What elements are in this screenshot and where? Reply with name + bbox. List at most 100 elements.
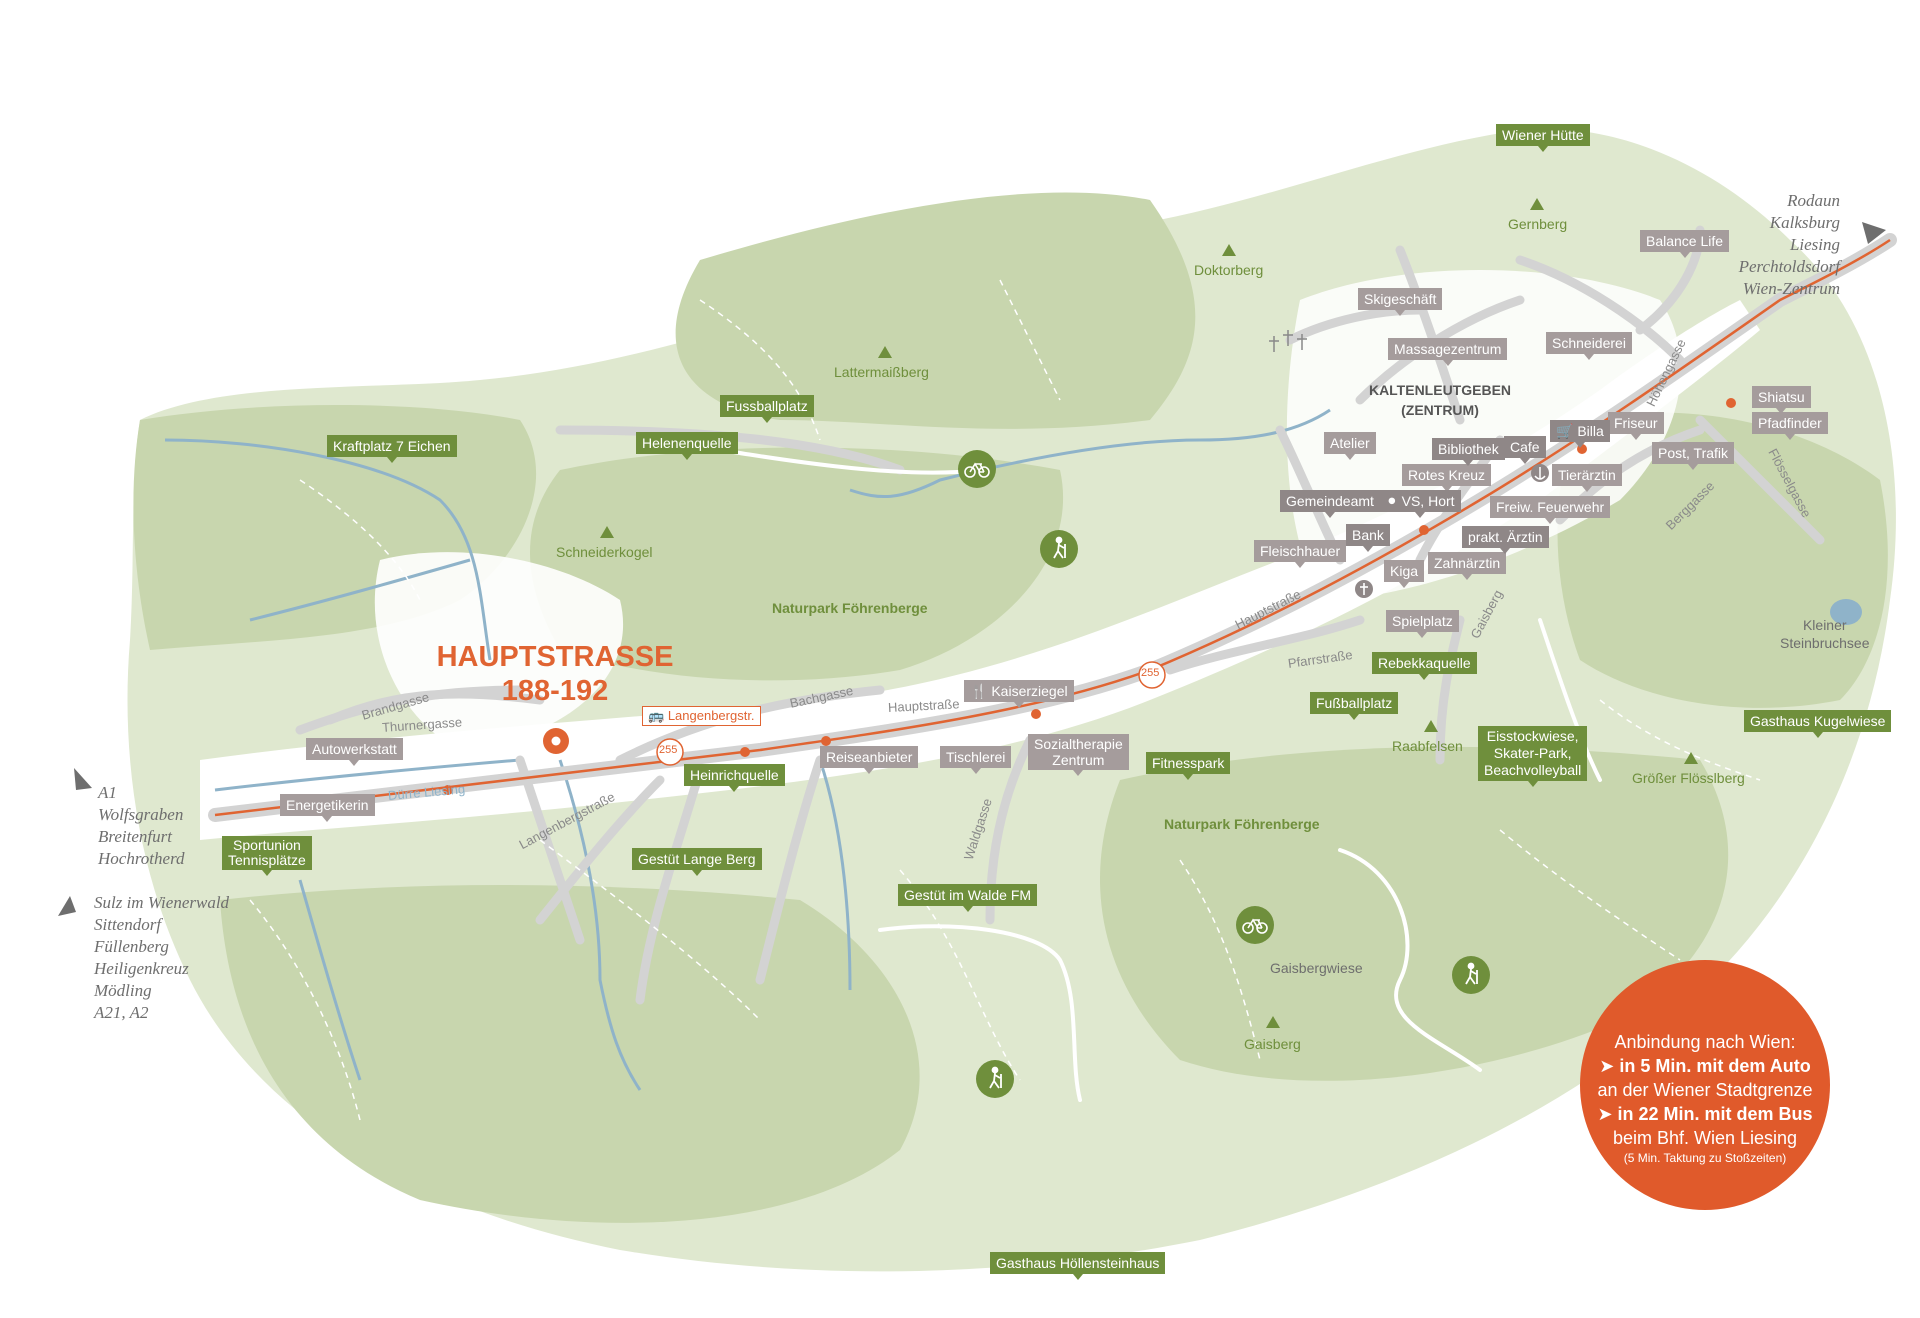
school-icon: ⚫ [1386,493,1398,509]
tag-skigeschaeft[interactable]: Skigeschäft [1358,288,1443,316]
tag-atelier[interactable]: Atelier [1324,432,1376,460]
dest-item: Rodaun [1787,191,1840,210]
tag-bibliothek[interactable]: Bibliothek [1432,438,1505,466]
tag-tischlerei[interactable]: Tischlerei [940,746,1012,774]
tag-text: Fitnesspark [1152,755,1225,771]
tag-text: Shiatsu [1758,389,1805,405]
bicycle-icon [958,450,996,488]
tag-shiatsu[interactable]: Shiatsu [1752,386,1811,414]
dest-item: Breitenfurt [98,827,172,846]
tag-text: Gestüt Lange Berg [638,851,756,867]
bus-stop-label[interactable]: 🚌 Langenbergstr. [642,706,761,726]
tag-fussballplatz-1[interactable]: Fussballplatz [720,395,814,423]
title-line1: HAUPTSTRASSE [436,641,674,673]
route-255-east: 255 [1141,667,1160,679]
tag-text: Energetikerin [286,797,369,813]
tag-text: Autowerkstatt [312,741,397,757]
tag-heinrichquelle[interactable]: Heinrichquelle [684,764,785,792]
tag-reiseanbieter[interactable]: Reiseanbieter [820,746,919,774]
tag-text: Sozialtherapie Zentrum [1034,736,1123,768]
tag-cafe[interactable]: Cafe [1504,436,1546,464]
tag-text: Fleischhauer [1260,543,1341,559]
area-naturpark-1: Naturpark Föhrenberge [772,600,928,616]
valley-area [200,300,1760,840]
tag-fitnesspark[interactable]: Fitnesspark [1146,752,1231,780]
tag-prakt-aerztin[interactable]: prakt. Ärztin [1462,526,1549,554]
tag-rotes-kreuz[interactable]: Rotes Kreuz [1402,464,1492,492]
tag-massagezentrum[interactable]: Massagezentrum [1388,338,1508,366]
destinations-west-top: A1 Wolfsgraben Breitenfurt Hochrotherd [98,782,185,870]
peak-icon [1424,720,1438,732]
dest-item: Heiligenkreuz [94,959,189,978]
tag-text: Friseur [1614,415,1658,431]
tag-pfadfinder[interactable]: Pfadfinder [1752,412,1828,440]
tag-text: Zahnärztin [1434,555,1501,571]
tag-tieraerztin[interactable]: Tierärztin [1552,464,1622,492]
tag-spielplatz[interactable]: Spielplatz [1386,610,1459,638]
cemetery-crosses [1269,330,1307,352]
tag-post-trafik[interactable]: Post, Trafik [1652,442,1735,470]
tag-text: Cafe [1510,439,1540,455]
tag-energetikerin[interactable]: Energetikerin [280,794,375,822]
dest-item: Kalksburg [1769,213,1840,232]
bus-stop-text: Langenbergstr. [667,708,755,723]
tag-bank[interactable]: Bank [1346,524,1390,552]
area-gaisbergwiese: Gaisbergwiese [1270,960,1363,976]
tag-gasthaus-kugelwiese[interactable]: Gasthaus Kugelwiese [1744,710,1892,738]
tag-vs-hort[interactable]: ⚫ VS, Hort [1380,490,1461,518]
tag-text: Heinrichquelle [690,767,779,783]
tag-gemeindeamt[interactable]: Gemeindeamt [1280,490,1380,518]
tag-text: prakt. Ärztin [1468,529,1543,545]
tag-fussballplatz-2[interactable]: Fußballplatz [1310,692,1399,720]
tag-schneiderei[interactable]: Schneiderei [1546,332,1632,360]
tag-gasthaus-hoellensteinhaus[interactable]: Gasthaus Höllensteinhaus [990,1252,1166,1280]
dest-item: Wolfsgraben [98,805,184,824]
dest-item: Sulz im Wienerwald [94,893,230,912]
forest-south [220,885,920,1223]
tag-kaiserziegel[interactable]: 🍴 Kaiserziegel [964,680,1074,708]
tag-text: Gestüt im Walde FM [904,887,1032,903]
tag-kraftplatz[interactable]: Kraftplatz 7 Eichen [327,435,457,463]
tag-kiga[interactable]: Kiga [1384,560,1425,588]
tag-wiener-huette[interactable]: Wiener Hütte [1496,124,1590,152]
tag-text: Billa [1577,423,1604,439]
tag-gestuet-lange-berg[interactable]: Gestüt Lange Berg [632,848,762,876]
tag-zahnaerztin[interactable]: Zahnärztin [1428,552,1507,580]
tag-text: Bank [1352,527,1384,543]
peak-icon [1684,752,1698,764]
peak-icon [1266,1016,1280,1028]
tag-sozialtherapie[interactable]: Sozialtherapie Zentrum [1028,734,1129,776]
bus-icon: 🚌 [648,708,665,723]
tag-text: Gasthaus Kugelwiese [1750,713,1886,729]
dest-item: Wien-Zentrum [1742,279,1840,298]
tag-helenenquelle[interactable]: Helenenquelle [636,432,738,460]
title-line2: 188-192 [501,675,609,707]
tag-freiw-feuerwehr[interactable]: Freiw. Feuerwehr [1490,496,1611,524]
route-badges [656,661,1166,766]
tag-balance-life[interactable]: Balance Life [1640,230,1730,258]
peak-groesser-floesslberg: Größer Flösslberg [1632,770,1745,786]
forest-center [530,447,1064,681]
tag-fleischhauer[interactable]: Fleischhauer [1254,540,1347,568]
tag-friseur[interactable]: Friseur [1608,412,1664,440]
connection-info-badge: Anbindung nach Wien: ➤ in 5 Min. mit dem… [1580,960,1830,1210]
area-naturpark-2: Naturpark Föhrenberge [1164,816,1320,832]
tag-billa[interactable]: 🛒 Billa [1550,420,1610,448]
tag-text: Rotes Kreuz [1408,467,1486,483]
peak-lattermaissberg: Lattermaißberg [834,364,929,380]
tag-text: Kiga [1390,563,1419,579]
tag-rebekkaquelle[interactable]: Rebekkaquelle [1372,652,1477,680]
dest-item: Füllenberg [94,937,169,956]
tag-text: Kaiserziegel [991,683,1068,699]
tag-autowerkstatt[interactable]: Autowerkstatt [306,738,403,766]
tag-eisstockwiese[interactable]: Eisstockwiese, Skater-Park, Beachvolleyb… [1478,726,1588,787]
area-kleiner-steinbruchsee: Kleiner Steinbruchsee [1780,617,1870,651]
peak-icon [600,526,614,538]
dest-item: Perchtoldsdorf [1738,257,1840,276]
hiking-icon [1452,956,1490,994]
tag-sportunion[interactable]: Sportunion Tennisplätze [222,836,312,876]
arrow-icon: ➤ [1597,1104,1618,1124]
tag-gestuet-im-walde[interactable]: Gestüt im Walde FM [898,884,1038,912]
peak-icon [1222,244,1236,256]
